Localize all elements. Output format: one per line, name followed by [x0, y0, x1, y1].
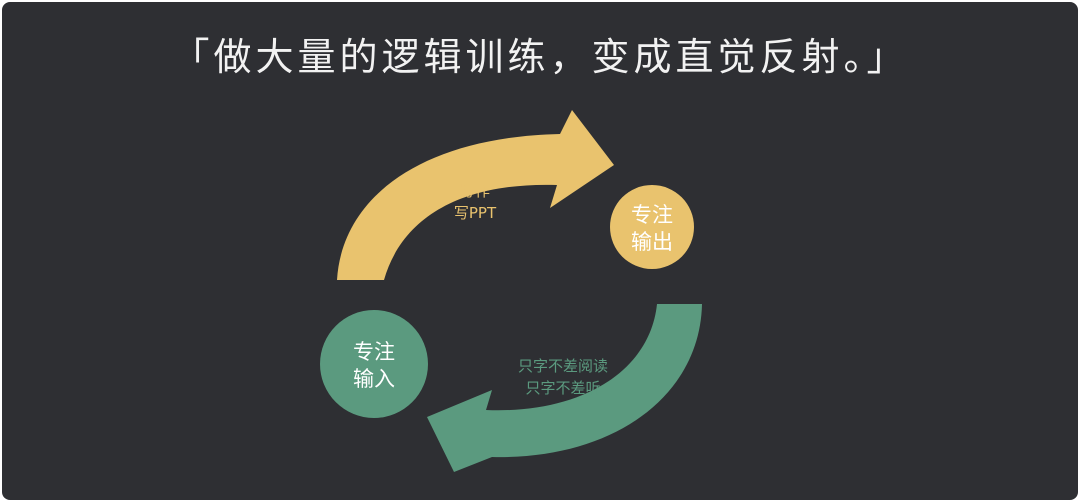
top-arrow-label-1: 写作: [460, 182, 490, 200]
input-node: [320, 310, 428, 418]
top-arrow-label-2: 写PPT: [454, 204, 497, 222]
input-node-label-2: 输入: [353, 367, 395, 391]
bottom-arrow-label-1: 只字不差阅读: [518, 357, 608, 375]
output-node: [610, 185, 694, 269]
bottom-arrow-label-2: 只字不差听: [525, 379, 600, 397]
top-curved-arrow: [337, 110, 614, 280]
output-node-label-1: 专注: [631, 203, 673, 227]
output-node-label-2: 输出: [631, 230, 673, 254]
bottom-curved-arrow: [427, 304, 702, 472]
slide-title: 「做大量的逻辑训练，变成直觉反射。」: [171, 35, 909, 79]
input-node-label-1: 专注: [353, 340, 395, 364]
